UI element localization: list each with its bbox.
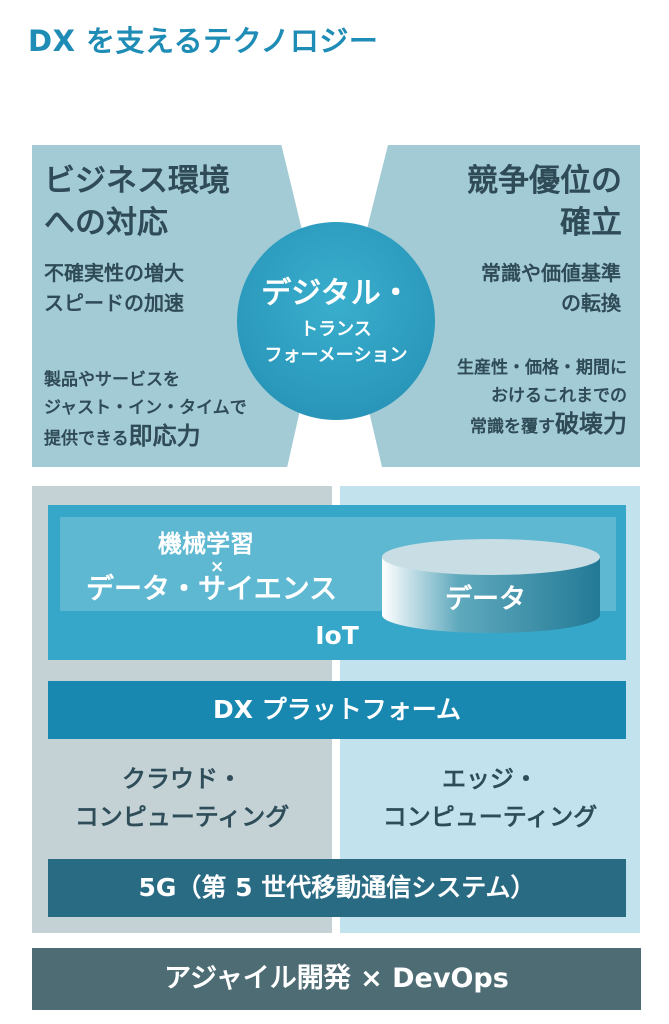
edge-line2: コンピューティング: [382, 803, 598, 831]
left-heading-line2: への対応: [44, 205, 168, 241]
circle-line3: フォーメーション: [264, 345, 408, 366]
5g-bar: 5G（第 5 世代移動通信システム）: [48, 859, 626, 917]
cloud-line1: クラウド・: [122, 765, 242, 793]
edge-line1: エッジ・: [442, 765, 538, 793]
left-detail-line3: 提供できる即応力: [44, 422, 247, 453]
left-detail-prefix: 提供できる: [44, 429, 129, 449]
decorative-arcs: [28, 0, 88, 6]
left-sub-line2: スピードの加速: [44, 291, 184, 315]
cloud-line2: コンピューティング: [74, 803, 290, 831]
right-detail-line3: 常識を覆す破壊力: [457, 410, 627, 441]
agile-devops-bar: アジャイル開発 × DevOps: [32, 948, 641, 1010]
right-detail-line2: おけるこれまでの: [491, 386, 627, 406]
left-detail-line2: ジャスト・イン・タイムで: [44, 398, 247, 418]
right-detail-line1: 生産性・価格・期間に: [457, 358, 627, 378]
data-label: データ: [445, 584, 526, 615]
right-heading-line1: 競争優位の: [467, 163, 622, 199]
circle-line1: デジタル・: [261, 276, 411, 311]
right-heading: 競争優位の 確立: [467, 160, 622, 244]
right-heading-line2: 確立: [560, 205, 622, 241]
data-science-label: データ・サイエンス: [86, 572, 338, 605]
circle-line2: トランス: [300, 319, 372, 340]
times-symbol: ×: [210, 557, 225, 577]
right-sub-line2: の転換: [561, 291, 621, 315]
edge-computing-label: エッジ・ コンピューティング: [340, 760, 640, 836]
iot-label: IoT: [315, 621, 359, 650]
left-detail-emphasis: 即応力: [128, 422, 201, 450]
right-detail: 生産性・価格・期間に おけるこれまでの 常識を覆す破壊力: [457, 354, 627, 441]
right-subheading: 常識や価値基準 の転換: [481, 258, 621, 318]
right-detail-emphasis: 破壊力: [555, 410, 627, 438]
left-sub-line1: 不確実性の増大: [44, 261, 184, 285]
cloud-computing-label: クラウド・ コンピューティング: [32, 760, 332, 836]
left-detail: 製品やサービスを ジャスト・イン・タイムで 提供できる即応力: [44, 366, 247, 453]
database-cylinder-icon: [382, 539, 600, 633]
left-heading-line1: ビジネス環境: [44, 163, 230, 199]
right-sub-line1: 常識や価値基準: [481, 261, 621, 285]
left-detail-line1: 製品やサービスを: [44, 370, 180, 390]
page-title: DX を支えるテクノロジー: [28, 24, 379, 58]
right-detail-prefix: 常識を覆す: [470, 417, 555, 437]
machine-learning-label: 機械学習: [158, 530, 254, 558]
dx-platform-bar: DX プラットフォーム: [48, 681, 626, 739]
left-subheading: 不確実性の増大 スピードの加速: [44, 258, 184, 318]
left-heading: ビジネス環境 への対応: [44, 160, 230, 244]
digital-transformation-circle: [237, 222, 435, 420]
